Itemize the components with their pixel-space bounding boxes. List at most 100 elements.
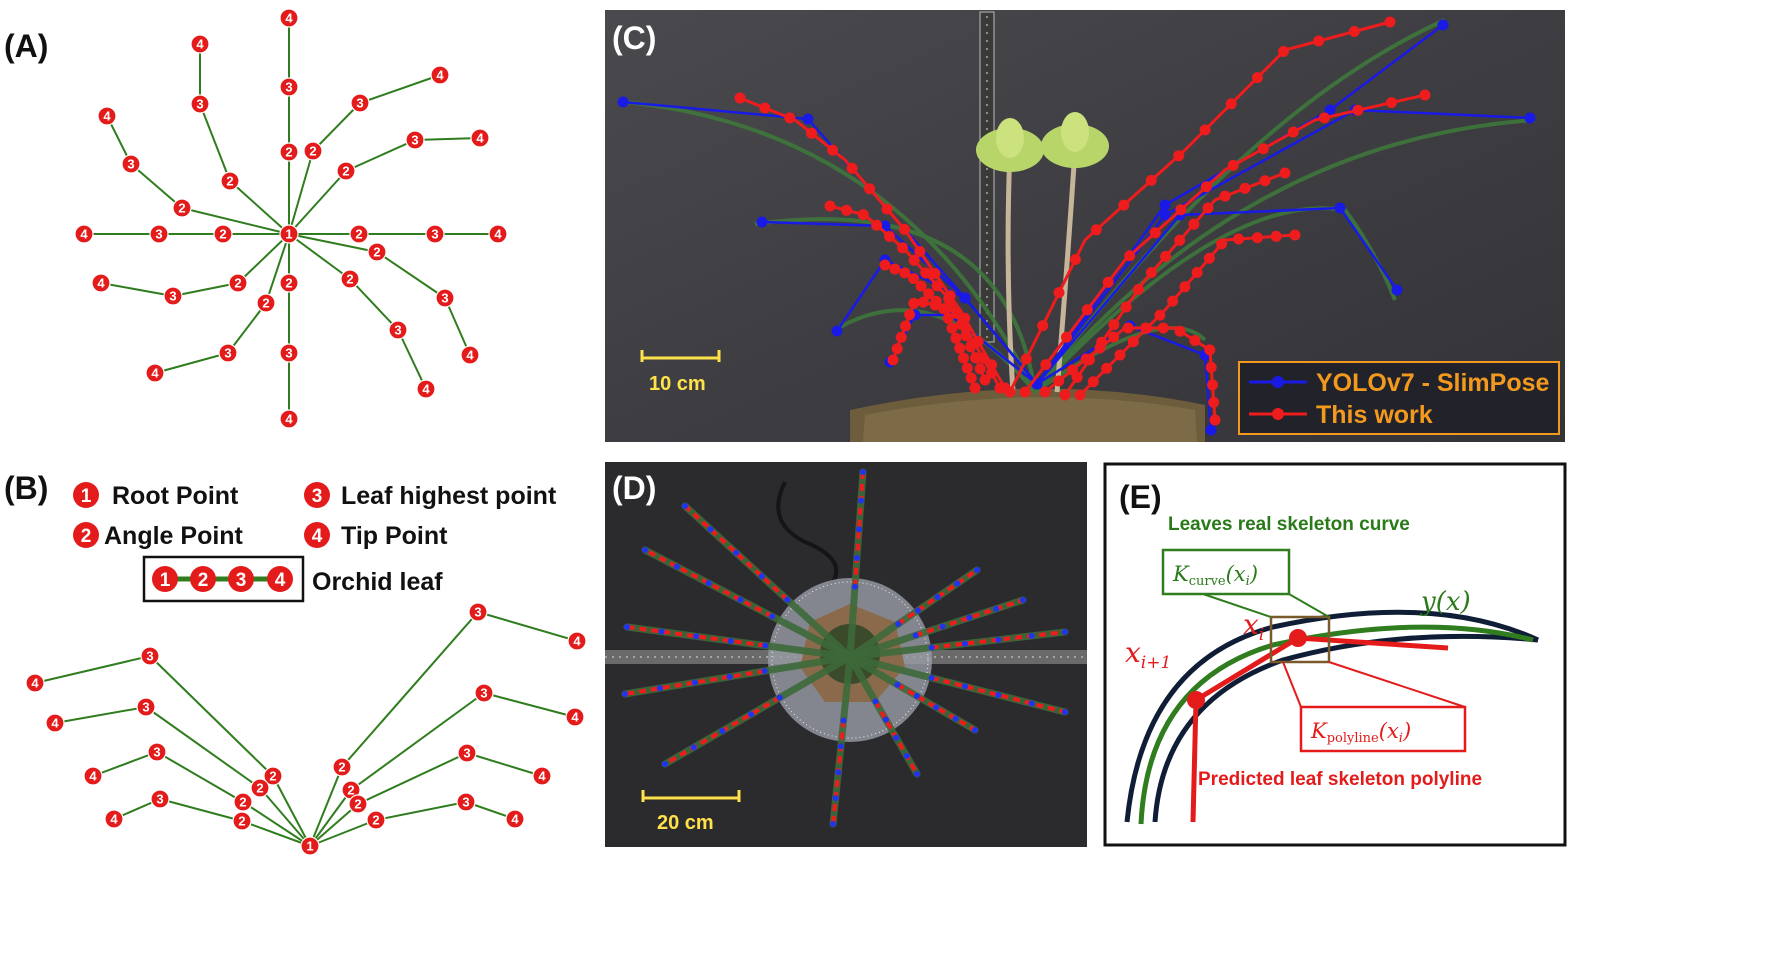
real-curve-label: Leaves real skeleton curve xyxy=(1168,514,1410,535)
this-work-keypoint xyxy=(1157,322,1169,334)
this-work-keypoint xyxy=(900,320,911,332)
svg-text:3: 3 xyxy=(142,700,149,715)
topview-blue-keypoint xyxy=(707,526,714,533)
this-work-keypoint xyxy=(1259,175,1271,187)
this-work-keypoint xyxy=(942,312,954,324)
svg-text:3: 3 xyxy=(156,792,163,807)
side-leaf-edge xyxy=(34,655,151,684)
orchid-leaf-chain-box xyxy=(142,555,305,603)
panel-a-label: (A) xyxy=(4,28,49,64)
keypoint-3: 3 xyxy=(279,343,299,363)
yolov7-keypoint xyxy=(1437,19,1449,31)
radial-leaf-edge xyxy=(172,282,239,297)
yolov7-polyline xyxy=(1036,206,1399,385)
legend-item-tip: 4 Tip Point xyxy=(304,522,448,550)
topview-blue-keypoint xyxy=(972,727,978,733)
keypoint-marker-1 xyxy=(73,482,99,508)
topview-blue-keypoint xyxy=(758,573,765,580)
this-work-keypoint xyxy=(1289,229,1301,241)
topview-blue-keypoint xyxy=(705,580,712,587)
svg-text:3: 3 xyxy=(394,323,401,338)
svg-text:3: 3 xyxy=(224,346,231,361)
side-leaf-edge xyxy=(341,611,479,768)
topview-blue-keypoint xyxy=(974,567,980,573)
this-work-keypoint xyxy=(1208,396,1220,408)
panel-c-label: (C) xyxy=(612,20,657,56)
this-work-keypoint xyxy=(965,372,977,384)
this-work-keypoint xyxy=(920,267,932,279)
this-work-keypoint xyxy=(908,273,920,285)
this-work-keypoint xyxy=(1384,16,1396,28)
this-work-keypoint xyxy=(1204,344,1216,356)
legend-label-leaf-highest-point: Leaf highest point xyxy=(341,482,557,510)
keypoint-4: 4 xyxy=(279,409,299,429)
svg-text:1: 1 xyxy=(306,839,313,854)
this-work-keypoint xyxy=(1219,190,1231,202)
this-work-keypoint xyxy=(864,183,876,195)
this-work-keypoint xyxy=(1233,233,1245,245)
this-work-keypoint xyxy=(941,302,953,314)
keypoint-4: 4 xyxy=(460,345,480,365)
keypoint-4: 4 xyxy=(45,713,65,733)
topview-blue-keypoint xyxy=(1028,632,1035,639)
keypoint-3: 3 xyxy=(405,130,425,150)
svg-text:3: 3 xyxy=(474,605,481,620)
this-work-keypoint xyxy=(1251,72,1263,84)
k-polyline-K: K xyxy=(1310,719,1328,743)
radial-leaf xyxy=(288,233,427,390)
this-work-keypoint xyxy=(1101,362,1113,374)
topview-blue-keypoint xyxy=(832,795,839,802)
this-work-keypoint xyxy=(994,382,1006,394)
this-work-keypoint xyxy=(1074,389,1086,401)
topview-blue-keypoint xyxy=(776,694,783,701)
this-work-keypoint xyxy=(1239,182,1251,194)
side-leaf-edge xyxy=(92,751,158,777)
keypoint-marker-3 xyxy=(304,482,330,508)
this-work-keypoint xyxy=(1108,331,1120,343)
panel-e-frame xyxy=(1103,462,1567,847)
svg-text:4: 4 xyxy=(51,716,59,731)
this-work-keypoint xyxy=(1205,361,1217,373)
side-leaf xyxy=(309,611,578,847)
keypoint-4: 4 xyxy=(505,809,525,829)
side-leaf-edge xyxy=(477,611,578,642)
svg-text:4: 4 xyxy=(275,570,286,591)
this-work-keypoint xyxy=(897,242,908,254)
this-work-keypoint xyxy=(1200,181,1212,193)
keypoint-4: 4 xyxy=(567,631,587,651)
side-leaf-edge xyxy=(145,706,261,789)
topview-blue-keypoint xyxy=(662,761,668,767)
keypoint-2: 2 xyxy=(263,766,283,786)
keypoint-2: 2 xyxy=(228,273,248,293)
svg-text:4: 4 xyxy=(97,276,105,291)
topview-blue-keypoint xyxy=(912,632,919,639)
legend-item-leaf-highest: 3 Leaf highest point xyxy=(304,482,557,510)
side-leaf-edge xyxy=(309,819,377,847)
svg-text:3: 3 xyxy=(480,686,487,701)
photo-d-scale-bar: 20 cm xyxy=(641,790,741,834)
this-work-keypoint xyxy=(1053,287,1065,299)
keypoint-4: 4 xyxy=(488,224,508,244)
svg-text:4: 4 xyxy=(511,812,519,827)
topview-blue-keypoint xyxy=(835,769,842,776)
topview-blue-keypoint xyxy=(928,674,935,681)
topview-blue-keypoint xyxy=(894,681,901,688)
this-work-keypoint xyxy=(889,263,901,275)
orchid-leaf-chain: 1 2 3 4 xyxy=(152,566,293,592)
topview-blue-keypoint xyxy=(851,583,858,590)
this-work-keypoint xyxy=(908,254,920,266)
this-work-keypoint xyxy=(884,231,895,242)
this-work-keypoint xyxy=(1020,353,1032,365)
radial-leaf-edge xyxy=(376,251,446,299)
this-work-keypoint xyxy=(1203,252,1215,264)
keypoint-2: 2 xyxy=(279,273,299,293)
this-work-keypoint xyxy=(1160,250,1172,262)
k-polyline-callout: Kpolyline(xi) xyxy=(1282,661,1467,753)
keypoint-root: 1 xyxy=(300,836,320,856)
this-work-keypoint xyxy=(899,223,910,235)
radial-leaf-edge xyxy=(359,74,441,104)
side-leaf-edge xyxy=(159,798,243,822)
keypoint-3: 3 xyxy=(121,154,141,174)
keypoint-2: 2 xyxy=(349,224,369,244)
this-work-keypoint xyxy=(1174,234,1186,246)
